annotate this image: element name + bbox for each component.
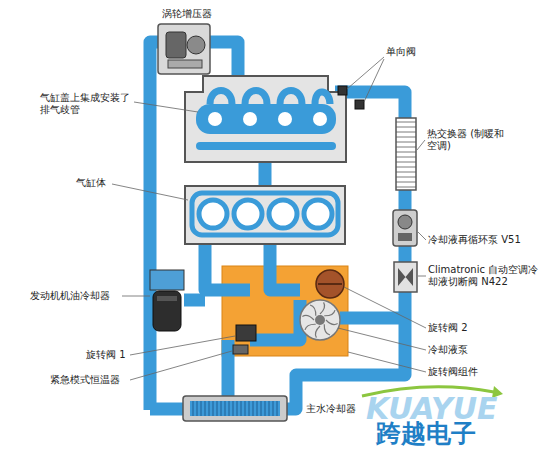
part-label: 旋转阀组件 (428, 366, 478, 378)
watermark: 跨越电子 (376, 420, 476, 448)
leader-line (418, 232, 426, 240)
oil-cooler (153, 291, 181, 331)
turbocharger (158, 24, 210, 74)
coolant-pipe (205, 240, 250, 290)
cylinder-head (196, 104, 336, 134)
recirculation-pump (398, 215, 412, 229)
check-valve (355, 100, 364, 109)
turbocharger (168, 60, 202, 68)
coolant-pipe (150, 403, 184, 416)
cylinder-block (185, 186, 345, 244)
leader-line (418, 276, 426, 277)
cut-off-valve (398, 268, 413, 286)
part-label: 紧急模式恒温器 (50, 374, 120, 386)
recirculation-pump (393, 210, 417, 246)
coolant-pump (305, 324, 316, 330)
coolant-pipe (184, 294, 205, 307)
recirculation-pump (393, 210, 417, 246)
part-label: 涡轮增压器 (162, 8, 212, 20)
rotary-valve (318, 283, 342, 285)
cylinder-block (269, 200, 297, 228)
turbocharger (166, 32, 186, 58)
cylinder-head (185, 76, 346, 162)
leader-line (112, 57, 426, 380)
leader-line (130, 336, 235, 355)
cylinder-head (313, 112, 327, 126)
thermostat (233, 345, 248, 354)
leader-line (417, 140, 425, 150)
heat-exchanger (396, 118, 416, 190)
radiator (183, 396, 287, 421)
thermostat (233, 345, 248, 354)
leader-line (122, 296, 150, 297)
coolant-pump (315, 326, 320, 338)
leader-line (347, 57, 384, 89)
turbocharger (158, 24, 210, 74)
leader-line (348, 352, 426, 372)
coolant-pipe (259, 160, 272, 188)
coolant-pump (326, 320, 338, 325)
coolant-pump (300, 300, 340, 340)
cylinder-block (192, 193, 338, 235)
coolant-pipe (250, 300, 300, 340)
part-label: 主水冷却器 (306, 403, 356, 415)
coolant-pump (300, 300, 340, 340)
coolant-pipe (150, 42, 405, 410)
cylinder-block (304, 200, 332, 228)
leader-line (338, 328, 426, 350)
cut-off-valve (394, 262, 417, 292)
leader-line (112, 184, 188, 200)
part-label: 旋转阀 2 (428, 322, 468, 334)
leader-line (364, 59, 384, 102)
coolant-pump (324, 324, 330, 335)
cut-off-valve (394, 262, 417, 292)
valve-module-housing (222, 266, 348, 356)
radiator (183, 396, 287, 421)
recirculation-pump (398, 233, 412, 241)
cylinder-head (210, 91, 330, 105)
leader-line (134, 102, 198, 112)
rotary-valve (316, 270, 344, 298)
heat-exchanger (396, 118, 416, 190)
part-label: 热交换器 (制暖和空调) (427, 128, 507, 152)
cylinder-block (199, 200, 227, 228)
part-label: 冷却液泵 (428, 344, 468, 356)
cylinder-head (208, 112, 222, 126)
coolant-pipe (340, 312, 405, 325)
coolant-pump (315, 315, 325, 325)
coolant-pipe (270, 244, 300, 290)
part-label: 旋转阀 1 (86, 349, 126, 361)
coolant-pump (320, 302, 325, 314)
check-valve (338, 86, 347, 95)
rotary-valve (236, 325, 256, 341)
radiator (190, 401, 280, 416)
cylinder-block (185, 186, 345, 244)
cylinder-head (278, 112, 292, 126)
rotary-valve (236, 325, 256, 341)
rotary-valve (316, 270, 344, 298)
coolant-pump (310, 305, 316, 316)
leader-line (130, 351, 232, 380)
part-label: 气缸体 (76, 177, 106, 189)
coolant-pump (324, 310, 335, 316)
part-label: 冷却液再循环泵 V51 (428, 234, 521, 246)
part-label: 气缸盖上集成安装了排气歧管 (40, 92, 134, 116)
turbocharger (187, 36, 205, 54)
part-label: 单向阀 (386, 46, 416, 58)
oil-cooler (150, 270, 184, 290)
oil-cooler (157, 296, 177, 301)
cylinder-head (185, 76, 346, 162)
leader-line (344, 287, 426, 328)
cylinder-head (243, 112, 257, 126)
cylinder-head (196, 142, 336, 150)
coolant-pump (302, 315, 314, 320)
oil-cooler (150, 270, 184, 331)
part-label: 发动机机油冷却器 (30, 290, 110, 302)
cylinder-block (234, 200, 262, 228)
part-label: Climatronic 自动空调冷却液切断阀 N422 (428, 264, 544, 288)
check-valve (338, 86, 364, 109)
